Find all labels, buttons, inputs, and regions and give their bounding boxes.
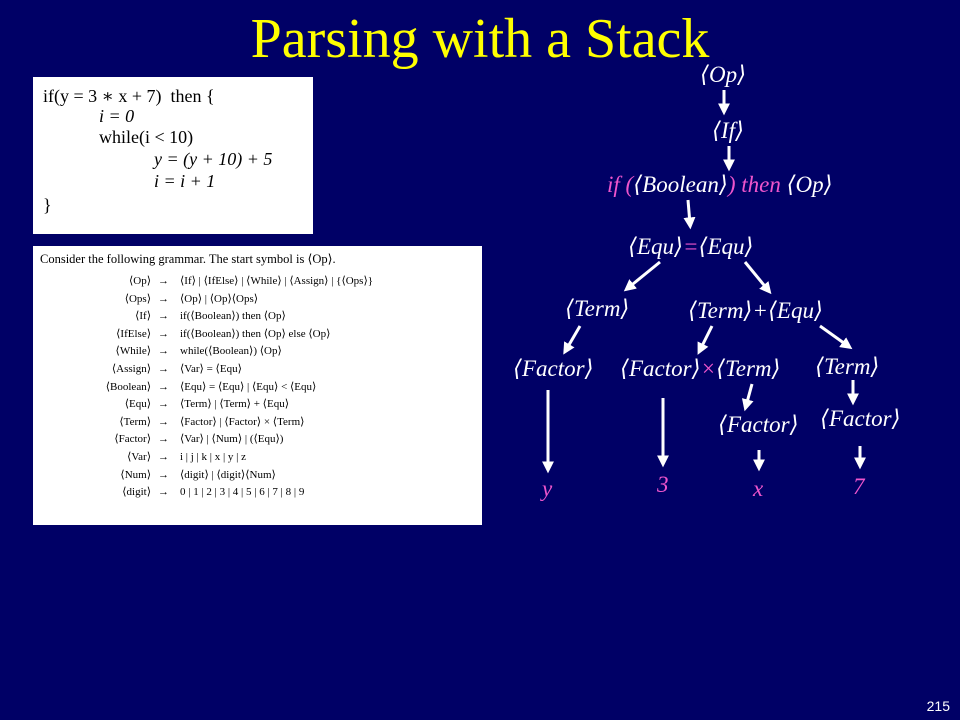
tree-node-term-left: ⟨Term⟩ <box>565 296 630 321</box>
times-sign: × <box>700 356 717 381</box>
grammar-rule-arrow: → <box>158 292 169 305</box>
arrow-terminner-factor3 <box>741 383 754 412</box>
tree-node-op: ⟨Op⟩ <box>700 62 747 87</box>
grammar-rule-arrow: → <box>158 380 169 393</box>
term-inner: ⟨Term⟩ <box>716 356 781 381</box>
grammar-rule-lhs: ⟨Ops⟩ <box>124 292 151 305</box>
grammar-rule-rhs: ⟨If⟩ | ⟨IfElse⟩ | ⟨While⟩ | ⟨Assign⟩ | {… <box>180 275 374 287</box>
tree-node-factor-4: ⟨Factor⟩ <box>820 406 901 431</box>
grammar-rule-rhs: ⟨Var⟩ = ⟨Equ⟩ <box>180 363 242 375</box>
tree-node-factor-1: ⟨Factor⟩ <box>513 356 594 381</box>
equ-right: ⟨Equ⟩ <box>698 234 754 259</box>
grammar-rule-rhs: ⟨Factor⟩ | ⟨Factor⟩ × ⟨Term⟩ <box>180 415 305 428</box>
tree-leaf-x: x <box>753 476 764 501</box>
term-mid: ⟨Term⟩ <box>688 298 753 323</box>
grammar-rule-lhs: ⟨Var⟩ <box>127 451 151 463</box>
tree-node-factor-times-term: ⟨Factor⟩×⟨Term⟩ <box>620 356 780 382</box>
grammar-rule-arrow: → <box>158 327 169 340</box>
grammar-rule-arrow: → <box>158 433 169 446</box>
plus-sign: + <box>752 298 768 323</box>
code-line: i = i + 1 <box>154 171 216 191</box>
grammar-rule-lhs: ⟨Factor⟩ <box>114 433 151 446</box>
grammar-rule-lhs: ⟨While⟩ <box>115 345 151 358</box>
grammar-rule-lhs: ⟨digit⟩ <box>122 486 151 499</box>
grammar-rule-arrow: → <box>158 345 169 358</box>
tree-node-if: ⟨If⟩ <box>712 118 744 143</box>
grammar-rule-arrow: → <box>158 451 169 463</box>
then-keyword: ) then <box>727 172 781 197</box>
grammar-rule-rhs: 0 | 1 | 2 | 3 | 4 | 5 | 6 | 7 | 8 | 9 <box>180 486 305 499</box>
grammar-rule-rhs: ⟨Equ⟩ = ⟨Equ⟩ | ⟨Equ⟩ < ⟨Equ⟩ <box>180 380 317 393</box>
code-line: while(i < 10) <box>99 127 194 147</box>
grammar-rule-lhs: ⟨Op⟩ <box>128 275 151 287</box>
grammar-rule-rhs: ⟨Var⟩ | ⟨Num⟩ | (⟨Equ⟩) <box>180 433 284 446</box>
arrow-boolean-equ <box>683 199 696 230</box>
grammar-rule-lhs: ⟨Equ⟩ <box>124 398 151 411</box>
equ-mid: ⟨Equ⟩ <box>767 298 823 323</box>
grammar-rule-lhs: ⟨Boolean⟩ <box>105 380 151 393</box>
grammar-panel: Consider the following grammar. The star… <box>33 246 482 525</box>
tree-node-equ-equals: ⟨Equ⟩=⟨Equ⟩ <box>628 234 754 260</box>
arrow-term-factortimes <box>697 325 714 355</box>
code-snippet-panel: if(y = 3 ∗ x + 7) then { i = 0 while(i <… <box>33 77 313 234</box>
tree-node-if-then: if (⟨Boolean⟩) then ⟨Op⟩ <box>607 172 833 198</box>
grammar-rule-lhs: ⟨Assign⟩ <box>111 363 151 375</box>
tree-node-term-plus-equ: ⟨Term⟩+⟨Equ⟩ <box>688 298 823 324</box>
grammar-rule-rhs: while(⟨Boolean⟩) ⟨Op⟩ <box>180 345 282 358</box>
if-keyword: if ( <box>607 172 634 197</box>
grammar-rule-lhs: ⟨Num⟩ <box>120 468 151 481</box>
tree-node-term-right: ⟨Term⟩ <box>815 354 880 379</box>
code-line: y = (y + 10) + 5 <box>154 149 273 169</box>
tree-node-factor-3: ⟨Factor⟩ <box>718 412 799 437</box>
grammar-rule-lhs: ⟨Term⟩ <box>119 415 151 428</box>
arrow-term-factor1 <box>563 325 582 355</box>
op-nonterminal: ⟨Op⟩ <box>786 172 833 197</box>
grammar-rule-arrow: → <box>158 468 169 481</box>
grammar-rule-arrow: → <box>158 398 169 411</box>
grammar-rule-rhs: if(⟨Boolean⟩) then ⟨Op⟩ else ⟨Op⟩ <box>180 327 331 340</box>
factor-2: ⟨Factor⟩ <box>620 356 701 381</box>
grammar-rule-rhs: i | j | k | x | y | z <box>180 451 247 463</box>
slide-title: Parsing with a Stack <box>250 8 710 70</box>
grammar-rule-arrow: → <box>158 363 169 375</box>
grammar-rule-arrow: → <box>158 486 169 499</box>
grammar-rule-arrow: → <box>158 275 169 287</box>
tree-leaf-3: 3 <box>657 472 669 497</box>
grammar-rule-rhs: if(⟨Boolean⟩) then ⟨Op⟩ <box>180 310 286 323</box>
code-line: i = 0 <box>99 106 135 126</box>
grammar-rule-rhs: ⟨digit⟩ | ⟨digit⟩⟨Num⟩ <box>180 468 276 481</box>
equals-sign: = <box>683 234 699 259</box>
tree-leaf-y: y <box>542 476 553 501</box>
page-number: 215 <box>926 698 950 714</box>
code-line: if(y = 3 ∗ x + 7) then { <box>43 86 215 106</box>
arrow-equ-term-plus <box>743 261 772 295</box>
grammar-rule-rhs: ⟨Op⟩ | ⟨Op⟩⟨Ops⟩ <box>180 292 259 305</box>
grammar-rule-arrow: → <box>158 310 169 323</box>
grammar-rule-rhs: ⟨Term⟩ | ⟨Term⟩ + ⟨Equ⟩ <box>180 398 289 411</box>
grammar-rule-lhs: ⟨If⟩ <box>135 310 151 323</box>
arrow-equ-term-right <box>819 324 853 350</box>
boolean-nonterminal: ⟨Boolean⟩ <box>633 172 728 197</box>
grammar-rule-arrow: → <box>158 415 169 428</box>
code-line: } <box>43 195 52 215</box>
grammar-rule-lhs: ⟨IfElse⟩ <box>116 327 151 340</box>
equ-left: ⟨Equ⟩ <box>628 234 683 259</box>
grammar-intro: Consider the following grammar. The star… <box>40 252 336 266</box>
arrow-equ-term-left <box>623 260 661 292</box>
tree-leaf-7: 7 <box>853 474 865 499</box>
